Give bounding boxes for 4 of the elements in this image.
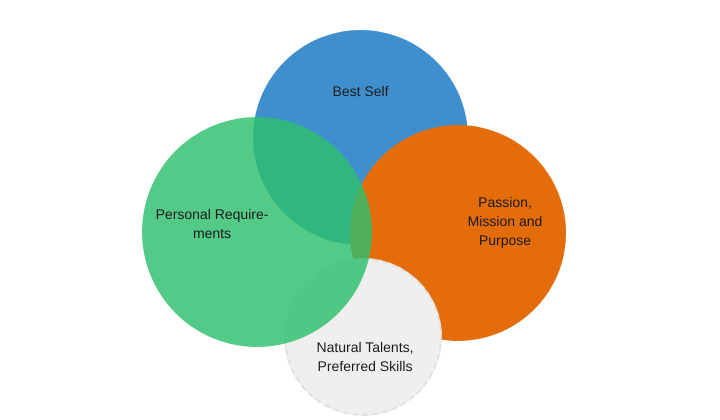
circle-label: Best Self [331,82,390,101]
circle-label: Personal Require- ments [154,205,270,243]
circle-label: Natural Talents, Preferred Skills [315,338,414,376]
circle-label: Passion, Mission and Purpose [466,193,544,250]
